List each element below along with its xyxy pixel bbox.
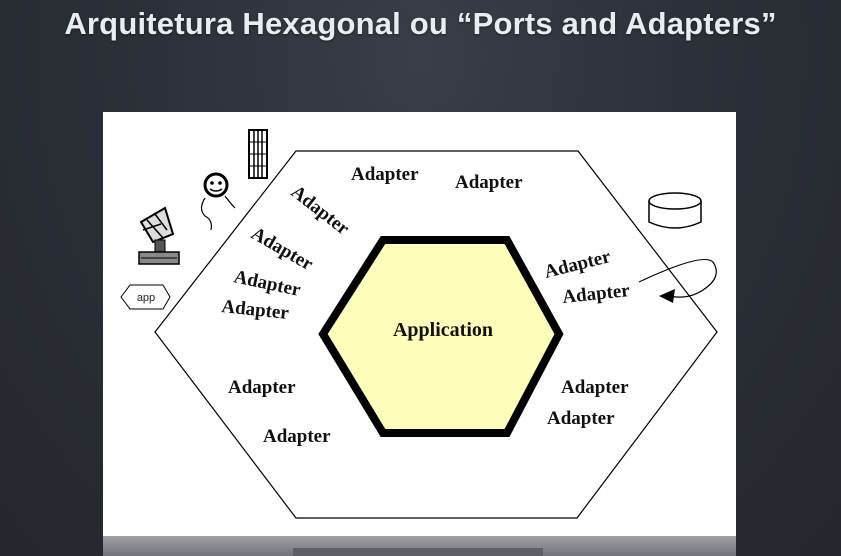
adapter-label: Adapter <box>228 377 296 398</box>
app-badge-label: app <box>137 292 155 304</box>
app-hexagon-icon: app <box>120 284 171 310</box>
adapter-label: Adapter <box>561 377 629 398</box>
adapter-label: Adapter <box>351 164 419 185</box>
bottom-strip-bar <box>293 548 543 556</box>
building-icon <box>248 129 268 179</box>
loop-arrow-icon <box>638 259 717 303</box>
adapter-label: Adapter <box>455 172 523 193</box>
application-label: Application <box>393 319 493 341</box>
slide-title: Arquitetura Hexagonal ou “Ports and Adap… <box>64 6 777 41</box>
bottom-strip <box>103 536 736 556</box>
application-hexagon <box>318 236 564 437</box>
hexagonal-architecture-diagram: Application Adapter Adapter Adapter Adap… <box>120 129 718 519</box>
database-cylinder-icon <box>648 192 702 229</box>
adapter-label: Adapter <box>547 408 615 429</box>
smiley-face-icon <box>200 172 236 231</box>
satellite-dish-icon <box>138 206 180 265</box>
diagram-panel: Application Adapter Adapter Adapter Adap… <box>103 112 736 536</box>
adapter-label: Adapter <box>263 426 331 447</box>
